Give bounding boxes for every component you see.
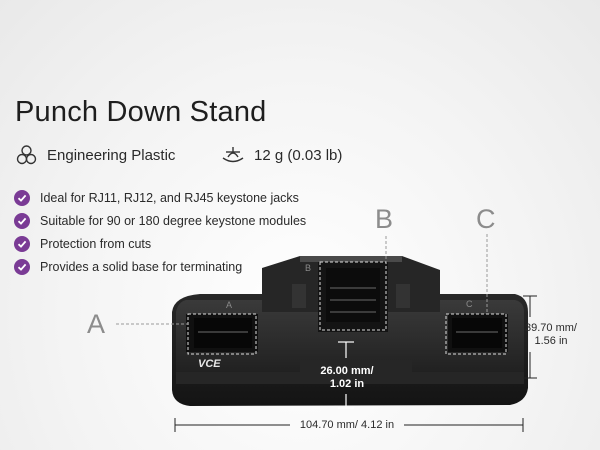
feature-text: Suitable for 90 or 180 degree keystone m… bbox=[40, 213, 307, 228]
check-icon bbox=[14, 212, 30, 229]
feature-text: Provides a solid base for terminating bbox=[40, 259, 243, 274]
feature-item: Ideal for RJ11, RJ12, and RJ45 keystone … bbox=[14, 186, 306, 209]
check-icon bbox=[14, 189, 30, 206]
weight-label: 12 g (0.03 lb) bbox=[254, 146, 343, 164]
check-icon bbox=[14, 258, 30, 275]
feature-text: Protection from cuts bbox=[40, 236, 152, 251]
page-title: Punch Down Stand bbox=[15, 96, 267, 128]
feature-item: Protection from cuts bbox=[14, 232, 306, 255]
callout-a: A bbox=[87, 309, 106, 339]
material-molecule-icon bbox=[15, 144, 39, 166]
material-spec: Engineering Plastic bbox=[15, 144, 175, 166]
scale-weight-icon bbox=[220, 144, 246, 166]
center-dimension-in: 1.02 in bbox=[329, 378, 365, 390]
callout-c: C bbox=[476, 204, 496, 234]
height-dimension-mm: 39.70 mm/ bbox=[525, 322, 577, 334]
check-icon bbox=[14, 235, 30, 252]
brand-logo: VCE bbox=[198, 358, 221, 370]
width-dimension-label: 104.70 mm/ 4.12 in bbox=[299, 419, 395, 431]
feature-list: Ideal for RJ11, RJ12, and RJ45 keystone … bbox=[14, 186, 306, 278]
slot-c-mark: C bbox=[466, 299, 473, 309]
feature-item: Suitable for 90 or 180 degree keystone m… bbox=[14, 209, 306, 232]
weight-spec: 12 g (0.03 lb) bbox=[220, 144, 342, 166]
slot-a-mark: A bbox=[226, 300, 232, 310]
height-dimension-label: 39.70 mm/ 1.56 in bbox=[520, 322, 582, 348]
material-label: Engineering Plastic bbox=[47, 146, 176, 164]
callout-b: B bbox=[375, 204, 394, 234]
slot-b-mark: B bbox=[305, 263, 311, 273]
height-dimension-in: 1.56 in bbox=[534, 335, 568, 347]
center-dimension-mm: 26.00 mm/ bbox=[320, 365, 374, 377]
feature-item: Provides a solid base for terminating bbox=[14, 255, 306, 278]
feature-text: Ideal for RJ11, RJ12, and RJ45 keystone … bbox=[40, 190, 299, 205]
center-dimension-label: 26.00 mm/ 1.02 in bbox=[316, 365, 378, 391]
